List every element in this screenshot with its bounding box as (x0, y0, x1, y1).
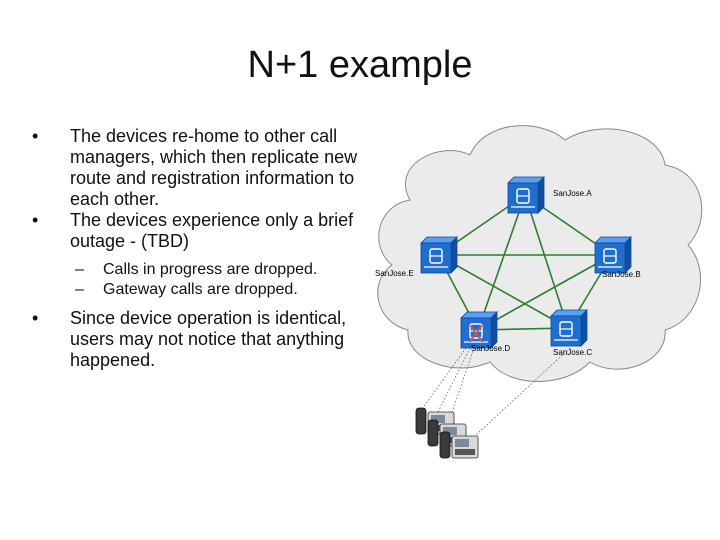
router-label: SanJose.C (553, 348, 592, 357)
cloud-shape (377, 125, 703, 382)
router-label: SanJose.E (375, 269, 414, 278)
router-icon (580, 309, 588, 347)
bullet-text: Since device operation is identical, use… (70, 308, 347, 370)
sub-bullet-item: – Calls in progress are dropped. (28, 260, 368, 280)
sub-bullet-list: – Calls in progress are dropped. – Gatew… (28, 260, 368, 300)
dash-icon: – (75, 261, 84, 278)
sub-bullet-item: – Gateway calls are dropped. (28, 280, 368, 300)
bullet-item: • Since device operation is identical, u… (28, 308, 368, 371)
router-icon (490, 311, 498, 349)
bullet-list: • The devices re-home to other call mana… (28, 126, 368, 371)
router-icon (550, 315, 582, 347)
bullet-text: The devices experience only a brief outa… (70, 210, 354, 251)
router-icon (594, 242, 626, 274)
router-icon (460, 317, 492, 349)
router-a: SanJose.A (507, 176, 592, 214)
phone-link-line (419, 347, 467, 413)
router-label: SanJose.D (471, 344, 510, 353)
phone-link-line (431, 347, 471, 425)
router-icon (507, 182, 539, 214)
router-group: SanJose.ASanJose.BSanJose.CXSanJose.DSan… (375, 176, 641, 357)
ip-phone-group (415, 347, 571, 459)
router-e: SanJose.E (375, 236, 458, 278)
bullet-dot-icon: • (32, 308, 39, 328)
router-label: SanJose.B (602, 270, 641, 279)
bullet-text: The devices re-home to other call manage… (70, 126, 358, 209)
link-line (477, 194, 526, 331)
link-line (524, 194, 569, 329)
link-group (437, 194, 613, 331)
router-icon (450, 236, 458, 274)
router-icon (537, 176, 545, 214)
dash-icon: – (75, 281, 84, 298)
router-c: SanJose.C (550, 309, 592, 357)
sub-bullet-text: Gateway calls are dropped. (103, 281, 298, 298)
slide-title: N+1 example (247, 44, 473, 86)
bullet-item: • The devices experience only a brief ou… (28, 210, 368, 252)
link-line (477, 254, 613, 331)
router-b: SanJose.B (594, 236, 641, 279)
bullet-dot-icon: • (32, 126, 39, 146)
link-line (437, 254, 569, 329)
router-label: SanJose.A (553, 189, 592, 198)
router-icon (420, 242, 452, 274)
sub-bullet-text: Calls in progress are dropped. (103, 261, 318, 278)
phone-link-line (461, 347, 571, 449)
router-icon (624, 236, 632, 274)
failure-mark-icon: X (468, 321, 484, 348)
bullet-dot-icon: • (32, 210, 39, 230)
bullet-item: • The devices re-home to other call mana… (28, 126, 368, 210)
ip-phone-icon (439, 431, 479, 459)
